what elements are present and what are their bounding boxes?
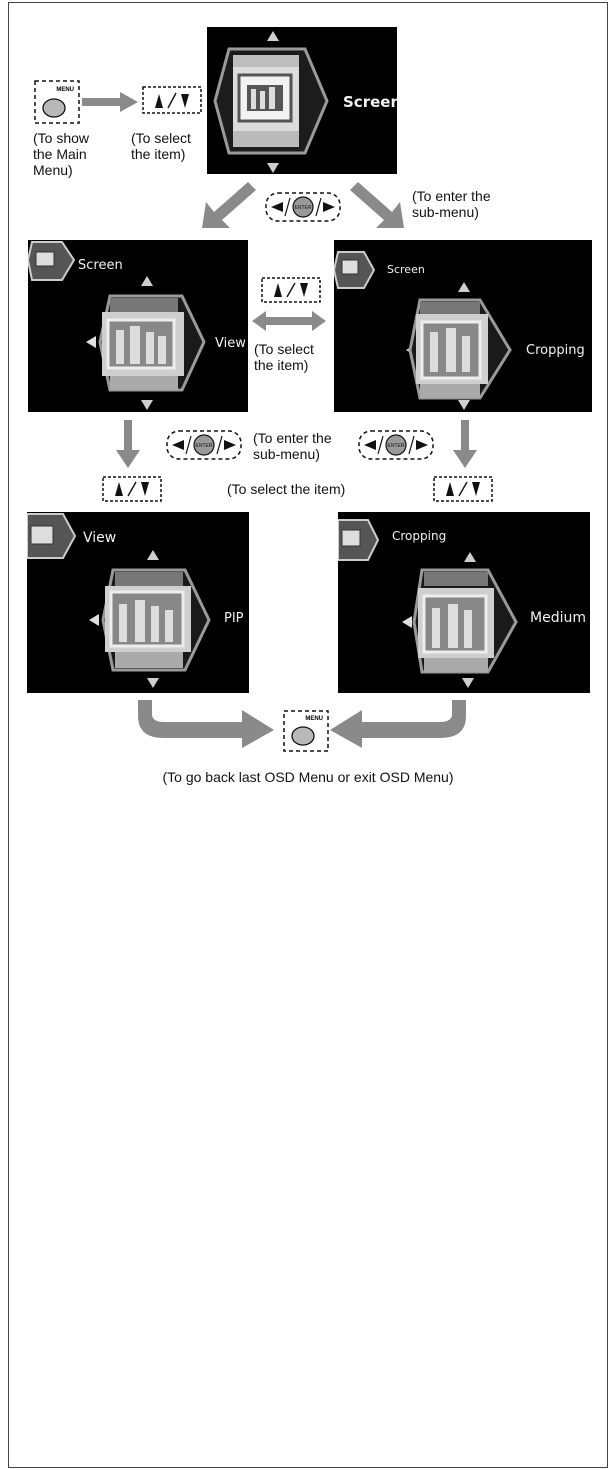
- enter-label-middle-right: ENTER: [388, 443, 405, 449]
- menu-button-top[interactable]: MENU: [34, 80, 80, 124]
- medium-screen-title: Cropping: [392, 529, 447, 543]
- up-down-key-bottom-left[interactable]: [102, 476, 162, 502]
- page-frame: [8, 2, 608, 1468]
- caption-select-item-bottom: (To select the item): [227, 481, 346, 497]
- osd-screen-pip: View PIP: [27, 512, 249, 693]
- arrow-down-left-column: [116, 420, 140, 468]
- arrow-down-left: [202, 182, 256, 228]
- osd-screen-medium: Cropping Medium: [338, 512, 590, 693]
- arrow-return-left: [138, 700, 274, 748]
- enter-label-top: ENTER: [295, 205, 312, 211]
- view-cube-graphic: [28, 241, 206, 410]
- caption-enter-submenu-top: (To enter the sub-menu): [412, 188, 491, 220]
- main-cube-graphic: [213, 31, 329, 173]
- arrow-down-right: [350, 182, 404, 228]
- caption-select-item-top: (To select the item): [131, 130, 191, 162]
- menu-button-bottom[interactable]: MENU: [283, 710, 329, 752]
- main-item-label: Screen: [343, 93, 397, 111]
- osd-screen-cropping: Screen Cropping: [334, 240, 592, 412]
- cropping-item-label: Cropping: [526, 343, 585, 358]
- arrow-right-top: [82, 92, 138, 112]
- cropping-screen-title: Screen: [387, 263, 425, 276]
- menu-label-bottom: MENU: [305, 716, 323, 722]
- up-down-key-top[interactable]: [142, 86, 202, 114]
- view-item-label: View: [215, 336, 246, 351]
- pip-cube-graphic: [27, 513, 211, 688]
- caption-show-main-menu: (To show the Main Menu): [33, 130, 90, 178]
- osd-screen-view: Screen View: [28, 240, 248, 412]
- up-down-key-bottom-right[interactable]: [433, 476, 493, 502]
- pip-item-label: PIP: [224, 611, 244, 626]
- up-down-key-middle[interactable]: [261, 277, 321, 303]
- caption-go-back: (To go back last OSD Menu or exit OSD Me…: [162, 769, 454, 785]
- arrow-double-horizontal: [252, 311, 326, 331]
- enter-key-top[interactable]: ENTER: [265, 192, 341, 222]
- caption-select-item-middle: (To select the item): [254, 341, 314, 373]
- enter-label-middle-left: ENTER: [196, 443, 213, 449]
- osd-screen-main: Screen: [207, 27, 397, 174]
- medium-item-label: Medium: [530, 610, 586, 626]
- view-screen-title: Screen: [78, 258, 123, 273]
- medium-cube-graphic: [338, 519, 518, 688]
- caption-enter-submenu-middle: (To enter the sub-menu): [253, 430, 332, 462]
- cropping-cube-graphic: [334, 251, 512, 410]
- arrow-return-right: [330, 700, 466, 748]
- pip-screen-title: View: [83, 530, 117, 546]
- menu-label-top: MENU: [56, 87, 74, 93]
- enter-key-middle-left[interactable]: ENTER: [166, 430, 242, 460]
- enter-key-middle-right[interactable]: ENTER: [358, 430, 434, 460]
- arrow-down-right-column: [453, 420, 477, 468]
